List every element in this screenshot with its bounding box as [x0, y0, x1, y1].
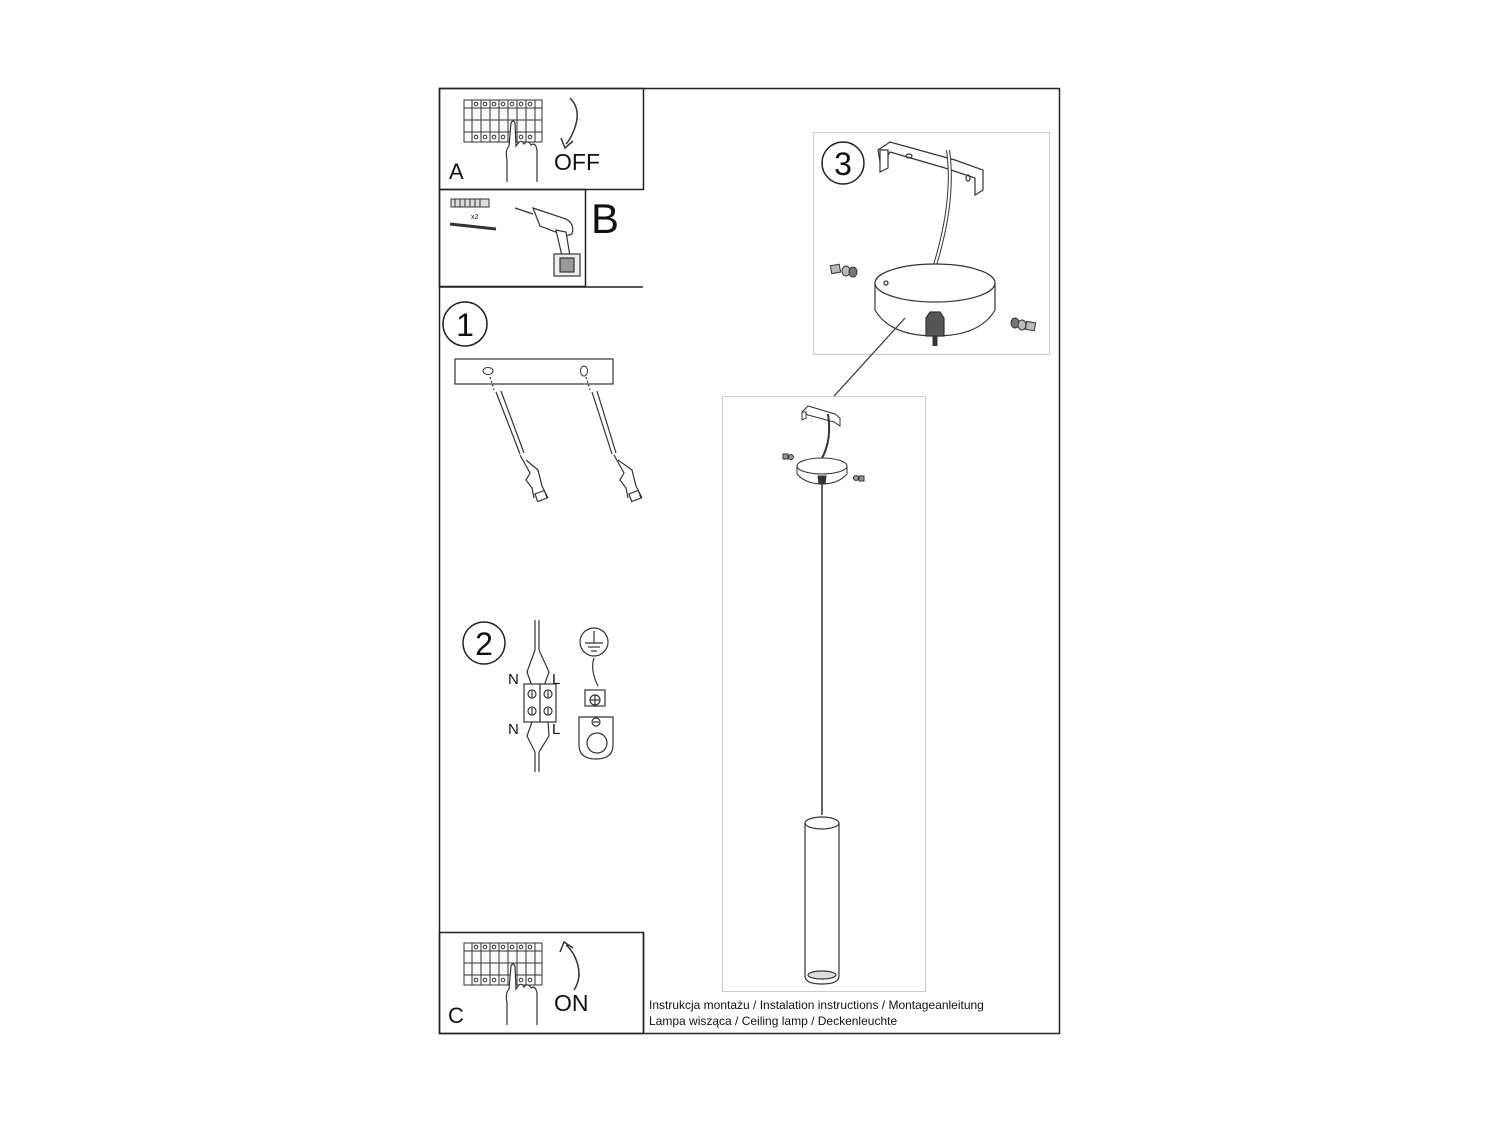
- panel-c-power-on: C ON: [438, 931, 645, 1035]
- live-label-top: L: [552, 671, 560, 688]
- step-2-badge: [462, 621, 506, 665]
- step-1-number: 1: [456, 307, 474, 343]
- panel-a-power-off: A OFF: [438, 87, 645, 191]
- earth-terminal: [578, 689, 614, 760]
- turn-up-arrow-icon: [559, 940, 580, 991]
- ceiling-canopy: [874, 263, 996, 346]
- screw-icon: [449, 222, 497, 231]
- panel-a-letter: A: [449, 159, 464, 184]
- pendant-lamp-overview: [722, 396, 926, 992]
- hand-icon: [505, 120, 538, 182]
- on-label: ON: [554, 990, 589, 1016]
- turn-down-arrow-icon: [560, 97, 578, 150]
- drill-icon: [514, 207, 581, 277]
- earth-ground-icon: [579, 627, 609, 687]
- step-3-canopy-detail: 3: [813, 132, 1050, 355]
- wall-plug-icon: [450, 198, 490, 208]
- wall-plug-right: [585, 376, 643, 503]
- step-3-badge: [821, 141, 865, 185]
- mini-screw-left: [782, 453, 794, 460]
- step-3-number: 3: [834, 146, 852, 182]
- detail-leader-line: [825, 317, 906, 406]
- footer: Instrukcja montażu / Instalation instruc…: [642, 932, 984, 1033]
- fuse-box-icon: [463, 942, 543, 986]
- step-2-number: 2: [475, 626, 493, 662]
- wall-plug-left: [489, 376, 549, 503]
- neutral-label-bottom: N: [508, 721, 519, 738]
- fixing-screw-left: [829, 263, 858, 278]
- sheet-border: [438, 87, 1061, 1035]
- footer-instructions-title: Instrukcja montażu / Instalation instruc…: [649, 998, 984, 1012]
- quantity-label: x2: [471, 214, 479, 221]
- mini-canopy: [796, 457, 848, 485]
- mounting-hole-right: [580, 365, 588, 377]
- lamp-tube: [804, 816, 840, 985]
- mounting-hole-left: [482, 367, 494, 375]
- fuse-box-icon: [463, 99, 543, 143]
- terminal-block: [523, 620, 557, 772]
- mounting-bracket: [454, 358, 614, 385]
- panel-b-tools: x2 B: [438, 188, 619, 288]
- footer-product-name: Lampa wisząca / Ceiling lamp / Deckenleu…: [649, 1014, 897, 1028]
- neutral-label-top: N: [508, 671, 519, 688]
- step-2-wiring: 2 N L N L: [462, 620, 614, 772]
- mini-bracket: [801, 405, 841, 427]
- fixing-screw-right: [1010, 317, 1037, 332]
- hand-icon: [505, 963, 538, 1025]
- mini-screw-right: [853, 475, 865, 482]
- live-label-bottom: L: [552, 721, 560, 738]
- panel-c-letter: C: [448, 1003, 464, 1028]
- step-1-badge: [442, 301, 488, 347]
- panel-b-letter: B: [591, 195, 619, 242]
- off-label: OFF: [554, 149, 600, 175]
- ceiling-bracket: [877, 141, 984, 197]
- step-1-drill-holes: 1: [439, 286, 643, 503]
